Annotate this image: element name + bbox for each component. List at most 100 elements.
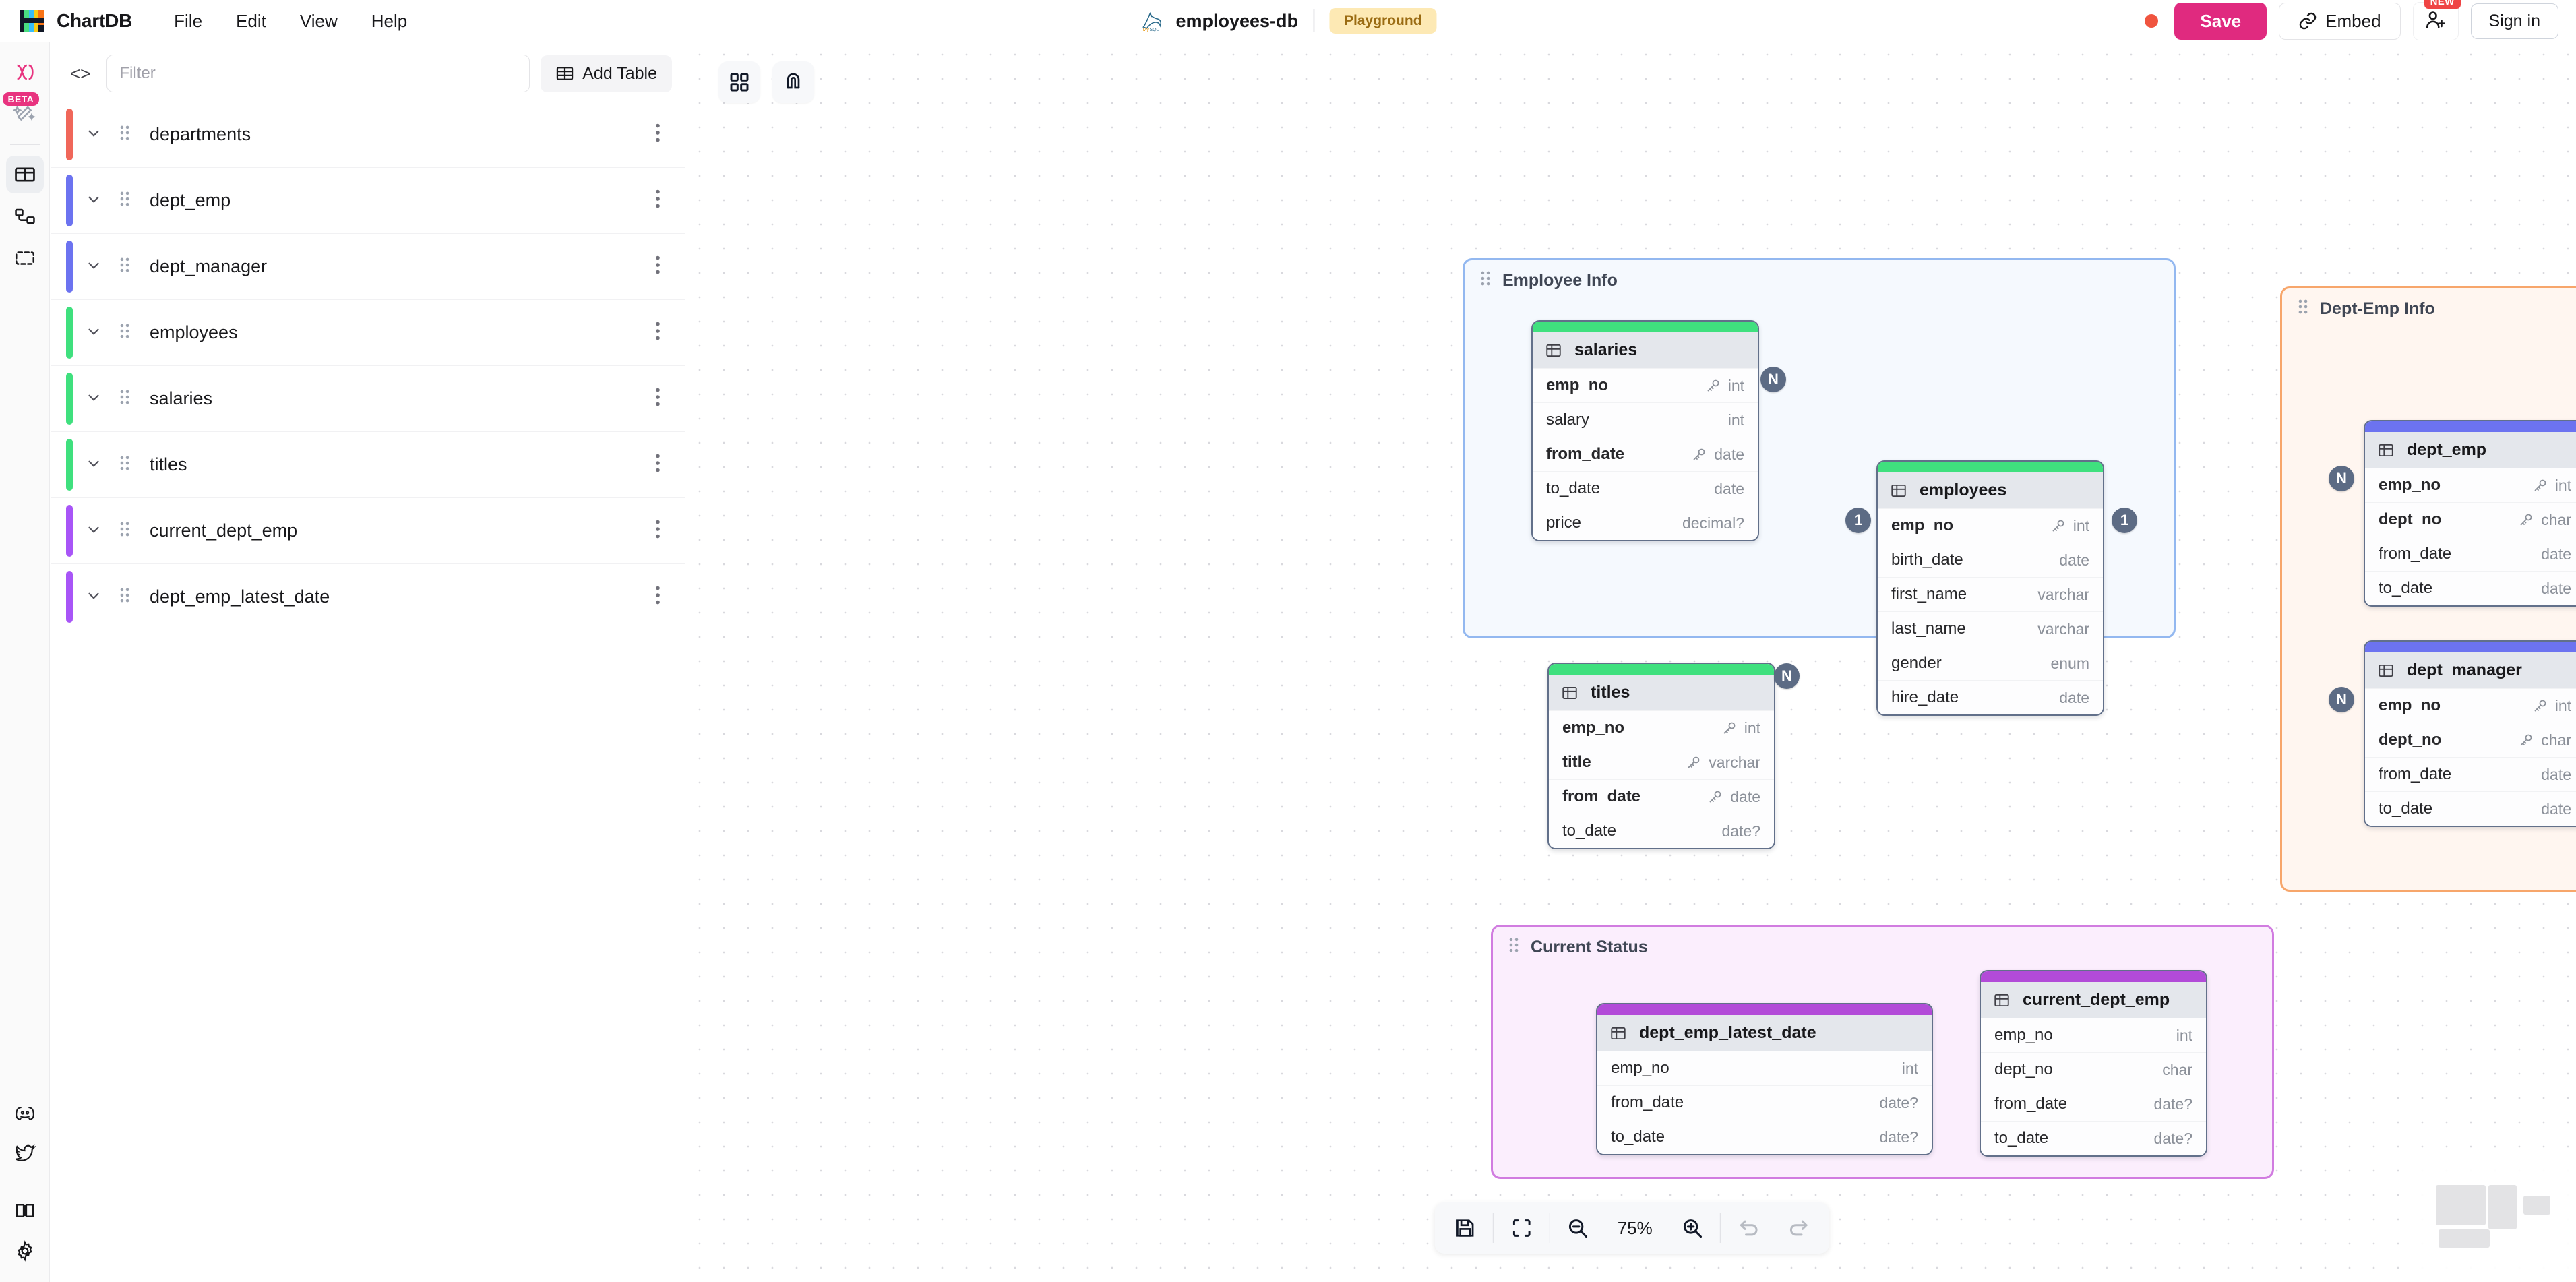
drag-handle[interactable] [117,520,132,541]
table-list-item-titles[interactable]: titles [51,432,685,498]
table-header[interactable]: dept_emp_latest_date [1597,1015,1932,1051]
table-field-row[interactable]: to_date date? [1549,814,1774,848]
table-list-item-employees[interactable]: employees [51,300,685,366]
drag-handle[interactable] [117,190,132,211]
add-user-button[interactable]: NEW [2412,0,2461,40]
db-table-salaries[interactable]: salaries emp_no int salary int from_date… [1531,320,1759,541]
table-options-button[interactable] [654,585,661,609]
table-options-button[interactable] [654,519,661,543]
menu-help[interactable]: Help [371,10,408,31]
drag-handle[interactable] [117,124,132,145]
table-field-row[interactable]: price decimal? [1533,506,1758,540]
chevron-down-icon[interactable] [85,323,102,343]
db-table-employees[interactable]: employees emp_no int birth_date date fir… [1876,460,2104,716]
table-field-row[interactable]: dept_no char [1981,1052,2206,1087]
zoom-level[interactable]: 75% [1617,1217,1653,1238]
db-table-current_dept_emp[interactable]: current_dept_emp emp_no int dept_no char… [1980,970,2207,1157]
table-header[interactable]: dept_manager [2365,652,2576,688]
table-field-row[interactable]: to_date date [2365,791,2576,826]
drag-handle-icon[interactable] [1506,936,1521,958]
table-options-button[interactable] [654,189,661,212]
add-table-button[interactable]: Add Table [541,55,672,92]
rail-item-areas[interactable] [6,239,44,277]
diagram-name[interactable]: employees-db [1175,10,1299,31]
table-list-item-departments[interactable]: departments [51,102,685,168]
chevron-down-icon[interactable] [85,521,102,541]
table-header[interactable]: employees [1878,472,2103,508]
show-all-button[interactable] [718,61,760,103]
chevron-down-icon[interactable] [85,257,102,277]
drag-handle[interactable] [117,322,132,343]
table-field-row[interactable]: emp_no int [1981,1018,2206,1052]
table-options-button[interactable] [654,321,661,344]
table-field-row[interactable]: gender enum [1878,646,2103,680]
table-list-item-current_dept_emp[interactable]: current_dept_emp [51,498,685,564]
table-header[interactable]: titles [1549,675,1774,710]
table-header[interactable]: current_dept_emp [1981,982,2206,1018]
table-field-row[interactable]: from_date date [2365,537,2576,571]
chevron-down-icon[interactable] [85,125,102,145]
redo-button[interactable] [1773,1207,1823,1250]
table-field-row[interactable]: dept_no char [2365,723,2576,757]
db-table-dept_emp[interactable]: dept_emp emp_no int dept_no char from_da… [2364,420,2576,607]
rail-item-dbml-editor[interactable] [6,53,44,91]
rail-item-relationships[interactable] [6,197,44,235]
table-list-item-salaries[interactable]: salaries [51,366,685,432]
table-field-row[interactable]: dept_no char [2365,502,2576,537]
save-button[interactable]: Save [2174,2,2267,40]
db-table-dept_manager[interactable]: dept_manager emp_no int dept_no char fro… [2364,640,2576,827]
table-field-row[interactable]: emp_no int [2365,688,2576,723]
rail-item-ai-magic[interactable]: BETA [2,92,44,133]
rail-item-twitter[interactable] [6,1134,44,1172]
table-list-item-dept_emp_latest_date[interactable]: dept_emp_latest_date [51,564,685,630]
table-list-item-dept_emp[interactable]: dept_emp [51,168,685,234]
embed-button[interactable]: Embed [2279,2,2401,40]
menu-edit[interactable]: Edit [236,10,266,31]
table-field-row[interactable]: emp_no int [1878,508,2103,543]
table-options-button[interactable] [654,453,661,477]
diagram-canvas[interactable]: Employee Info Dept-Emp Info Department I… [687,42,2576,1282]
table-field-row[interactable]: from_date date [1549,779,1774,814]
table-field-row[interactable]: emp_no int [1549,710,1774,745]
code-view-toggle[interactable]: <> [70,63,91,84]
table-field-row[interactable]: hire_date date [1878,680,2103,714]
table-options-button[interactable] [654,123,661,146]
table-field-row[interactable]: from_date date? [1597,1085,1932,1120]
fit-screen-button[interactable] [1496,1207,1546,1250]
table-field-row[interactable]: last_name varchar [1878,611,2103,646]
table-options-button[interactable] [654,387,661,410]
rail-item-settings[interactable] [6,1232,44,1270]
db-table-titles[interactable]: titles emp_no int title varchar from_dat… [1547,663,1775,849]
db-table-dept_emp_latest_date[interactable]: dept_emp_latest_date emp_no int from_dat… [1596,1003,1933,1155]
table-list-item-dept_manager[interactable]: dept_manager [51,234,685,300]
chevron-down-icon[interactable] [85,587,102,607]
menu-view[interactable]: View [299,10,338,31]
undo-button[interactable] [1723,1207,1773,1250]
table-field-row[interactable]: from_date date [2365,757,2576,791]
save-diagram-button[interactable] [1440,1207,1490,1250]
table-field-row[interactable]: from_date date [1533,437,1758,471]
table-options-button[interactable] [654,255,661,278]
table-field-row[interactable]: birth_date date [1878,543,2103,577]
sign-in-button[interactable]: Sign in [2470,3,2558,39]
drag-handle-icon[interactable] [1478,270,1493,292]
menu-file[interactable]: File [174,10,203,31]
rail-item-discord[interactable] [6,1094,44,1132]
chevron-down-icon[interactable] [85,455,102,475]
drag-handle-icon[interactable] [2296,298,2310,320]
chevron-down-icon[interactable] [85,191,102,211]
drag-handle[interactable] [117,586,132,607]
drag-handle[interactable] [117,454,132,475]
table-field-row[interactable]: salary int [1533,402,1758,437]
table-field-row[interactable]: emp_no int [2365,468,2576,502]
table-field-row[interactable]: to_date date? [1981,1121,2206,1155]
drag-handle[interactable] [117,388,132,409]
rail-item-docs[interactable] [6,1192,44,1229]
table-field-row[interactable]: to_date date [2365,571,2576,605]
table-header[interactable]: salaries [1533,332,1758,368]
table-header[interactable]: dept_emp [2365,432,2576,468]
table-field-row[interactable]: emp_no int [1533,368,1758,402]
filter-input[interactable] [106,55,530,92]
table-field-row[interactable]: from_date date? [1981,1087,2206,1121]
zoom-in-button[interactable] [1667,1207,1717,1250]
